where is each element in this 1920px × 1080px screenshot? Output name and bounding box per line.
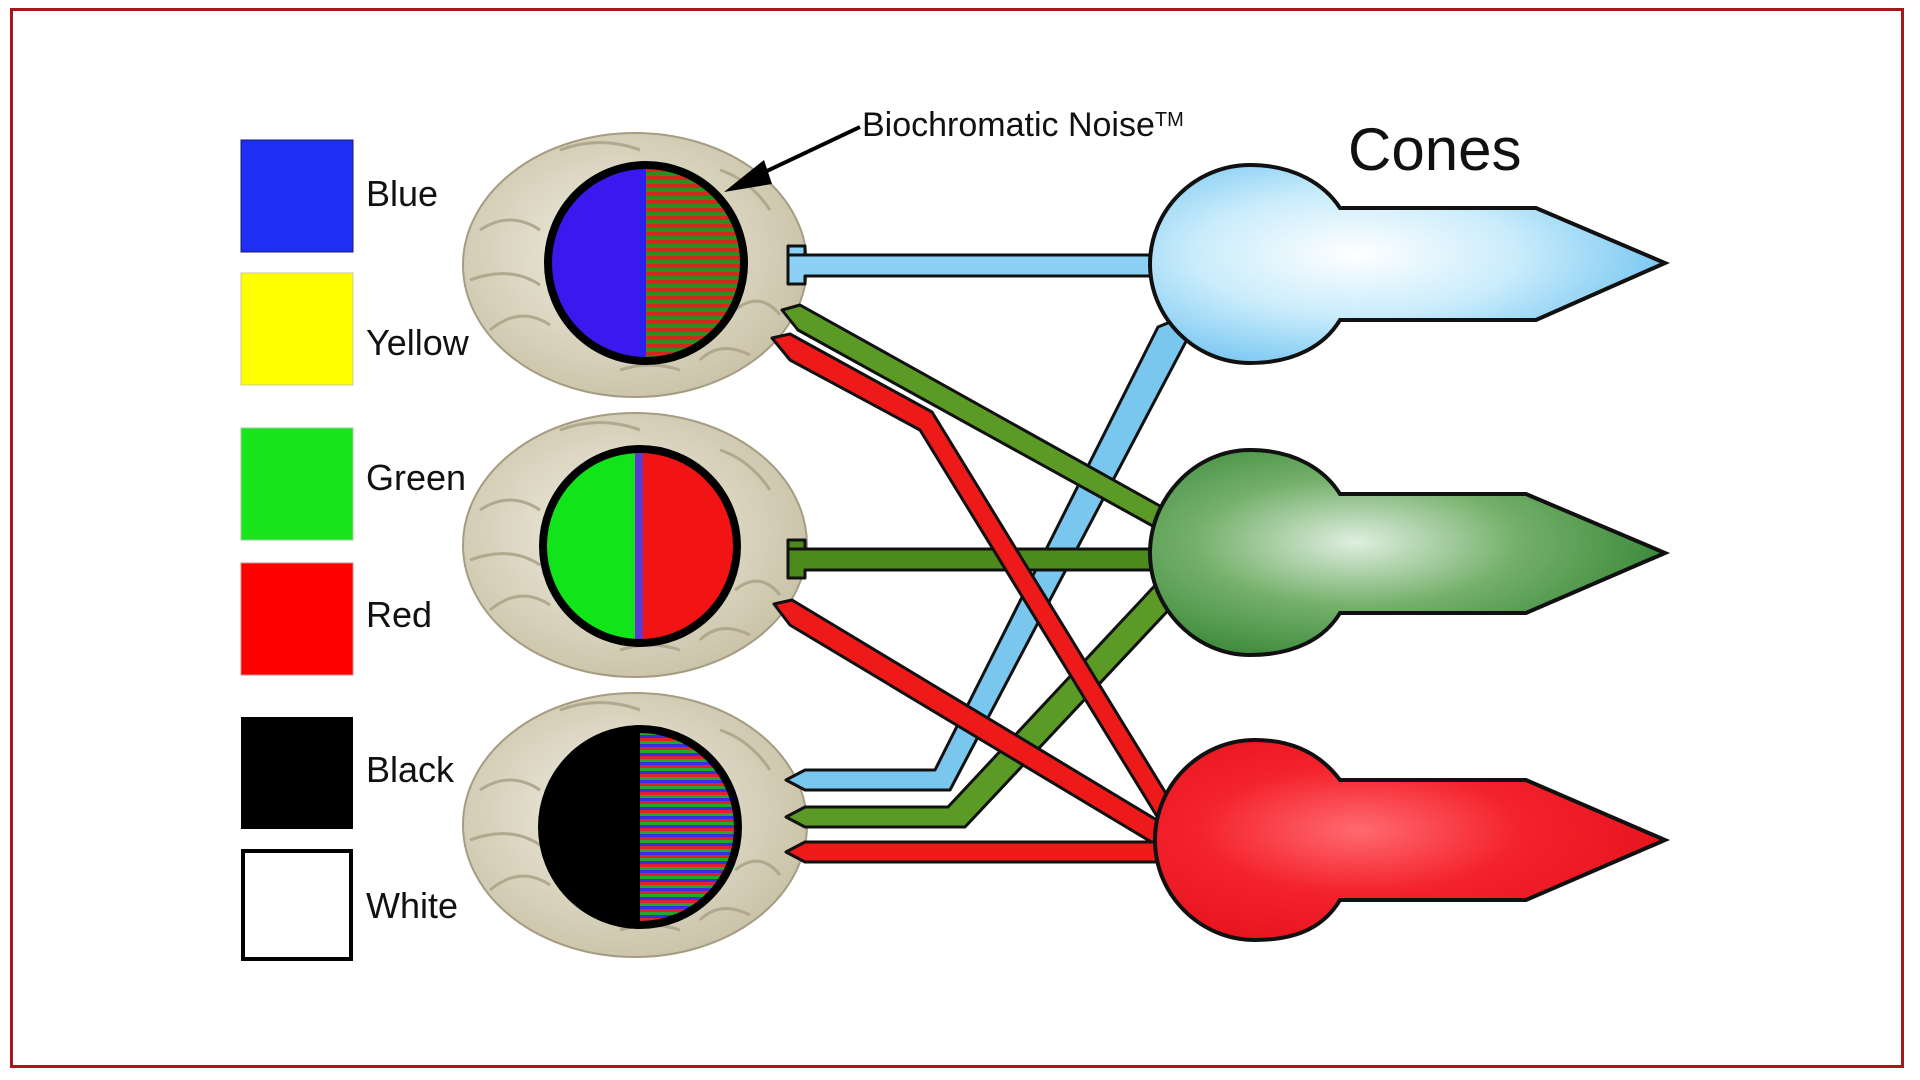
cone-red xyxy=(1152,737,1671,943)
annotation-label: Biochromatic NoiseTM xyxy=(862,108,1184,142)
swatch-red xyxy=(240,562,354,676)
legend-label-red: Red xyxy=(366,594,433,635)
cone-blue xyxy=(1147,162,1671,366)
disc-green-red xyxy=(539,445,741,647)
annotation-text: Biochromatic Noise xyxy=(862,106,1155,144)
swatch-yellow xyxy=(240,272,354,386)
axon-green-to-middle xyxy=(786,538,1162,580)
swatch-blue xyxy=(240,139,354,253)
annotation-arrow xyxy=(724,125,861,192)
disc-blue-noise xyxy=(544,161,748,365)
legend-label-green: Green xyxy=(366,457,467,498)
cones-title: Cones xyxy=(1348,116,1522,183)
axon-red-to-bottom xyxy=(784,840,1162,864)
axon-blue-to-top xyxy=(786,244,1162,286)
axon-green-to-bottom xyxy=(784,570,1194,829)
axons xyxy=(770,244,1194,864)
axon-red-to-top xyxy=(770,332,1172,820)
disc-black-noise xyxy=(538,725,742,929)
swatch-white xyxy=(241,849,353,961)
legend-label-yellow: Yellow xyxy=(366,322,469,363)
legend-label-white: White xyxy=(366,885,459,926)
swatch-black xyxy=(241,717,353,829)
legend-label-blue: Blue xyxy=(366,173,439,214)
figure-frame xyxy=(10,8,1904,1068)
swatch-green xyxy=(240,427,354,541)
legend-label-black: Black xyxy=(366,749,455,790)
cone-green xyxy=(1147,447,1671,658)
trademark-mark: TM xyxy=(1154,109,1184,131)
